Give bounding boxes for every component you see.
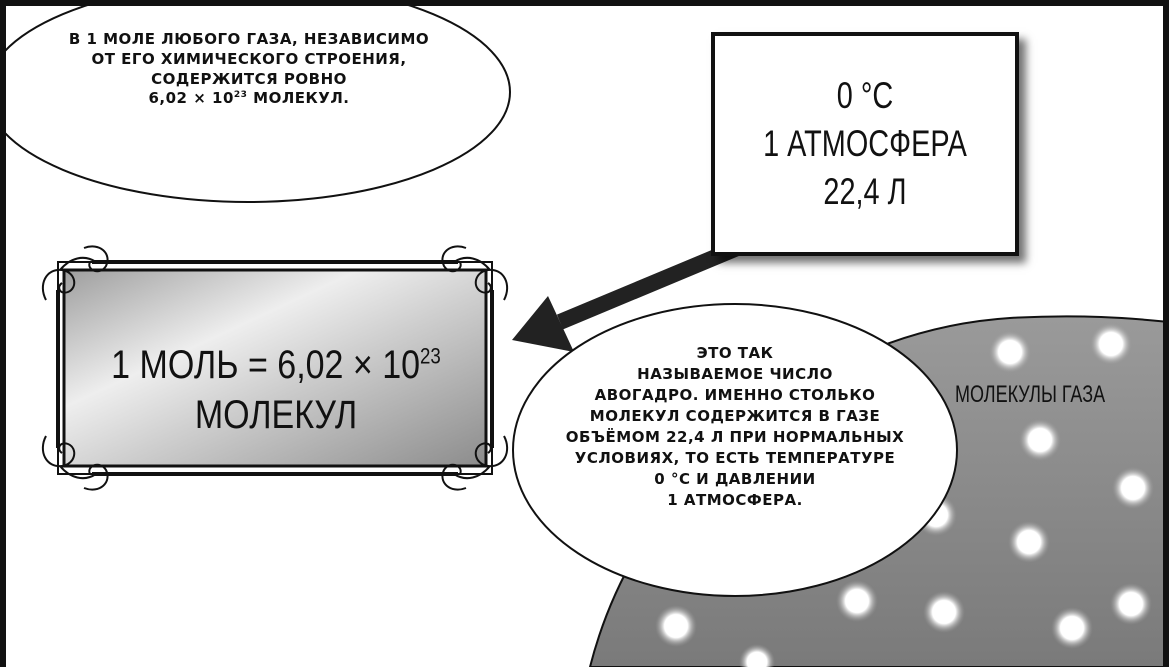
top-bubble-line: в 1 моле любого газа, независимо xyxy=(68,30,430,48)
avogadro-line: 1 атмосфера. xyxy=(667,491,803,509)
plaque-equation-base: 1 моль = 6,02 × 10 xyxy=(111,343,421,387)
top-bubble-unit: молекул. xyxy=(247,89,350,108)
avogadro-line: объёмом 22,4 л при нормальных xyxy=(565,428,905,446)
molecule-dot xyxy=(1112,467,1154,509)
plaque-unit: молекул xyxy=(194,393,358,437)
top-bubble-exponent: 23 xyxy=(233,90,248,101)
top-bubble-line: от его химического строения, xyxy=(91,49,407,68)
molecule-dot xyxy=(1110,583,1152,625)
plaque-frame xyxy=(56,260,494,476)
molecule-dot xyxy=(1019,419,1061,461)
molecule-dot xyxy=(655,605,697,647)
temperature-value: 0 °C xyxy=(836,75,894,116)
molecule-dot xyxy=(1051,607,1093,649)
plaque-text: 1 моль = 6,02 × 1023 молекул xyxy=(97,340,456,440)
plaque-equation: 1 моль = 6,02 × 1023 xyxy=(97,340,456,390)
plaque-ornament-bottom-right xyxy=(441,435,509,491)
plaque-ornament-bottom-left xyxy=(41,435,109,491)
plaque-ornament-top-left xyxy=(41,245,109,301)
top-bubble-line: содержится ровно xyxy=(151,69,347,88)
top-speech-bubble xyxy=(0,0,511,203)
molecule-dot xyxy=(1090,323,1132,365)
avogadro-line: 0 °C и давлении xyxy=(654,470,816,488)
conditions-box: 0 °C 1 атмосфера 22,4 л xyxy=(711,32,1019,256)
molecule-dot xyxy=(836,580,878,622)
conditions-text: 0 °C 1 атмосфера 22,4 л xyxy=(748,72,982,216)
molecule-dot xyxy=(1008,521,1050,563)
molecule-dot xyxy=(739,644,775,667)
avogadro-line: называемое число xyxy=(637,365,833,383)
pointer-arrow xyxy=(512,238,746,352)
top-bubble-number: 6,02 × 10 xyxy=(148,89,234,108)
avogadro-speech-bubble xyxy=(512,303,958,597)
pressure-value: 1 атмосфера xyxy=(763,123,967,165)
gas-molecules-label: Молекулы газа xyxy=(955,381,1106,408)
plaque-ornament-top-right xyxy=(441,245,509,301)
molecule-dot xyxy=(923,591,965,633)
avogadro-line: Авогадро. Именно столько xyxy=(594,386,876,404)
avogadro-line: это так xyxy=(696,344,774,362)
molecule-dot xyxy=(989,331,1031,373)
top-bubble-line: 6,02 × 1023 молекул. xyxy=(10,89,488,109)
avogadro-line: условиях, то есть температуре xyxy=(574,449,896,467)
plaque-exponent: 23 xyxy=(420,343,441,369)
avogadro-bubble-text: это так называемое число Авогадро. Именн… xyxy=(510,343,960,511)
avogadro-line: молекул содержится в газе xyxy=(589,407,881,425)
top-bubble-text: в 1 моле любого газа, независимо от его … xyxy=(10,30,488,109)
volume-value: 22,4 л xyxy=(823,171,907,213)
